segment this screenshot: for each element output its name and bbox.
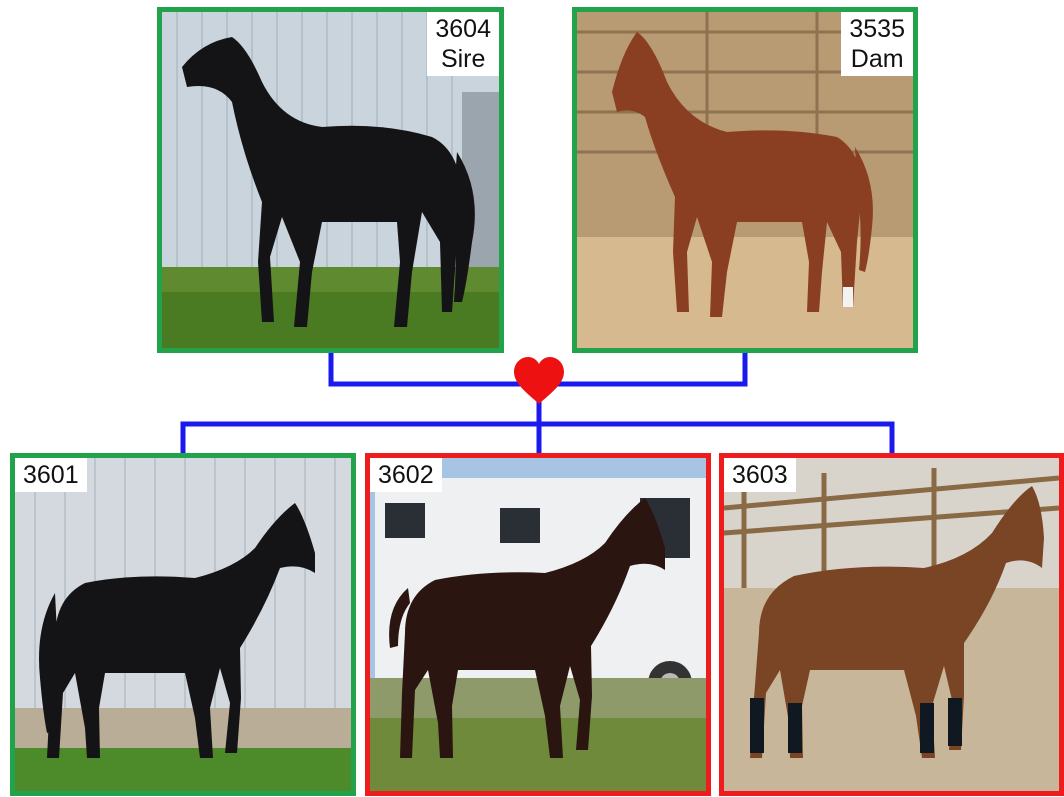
offspring-label-3603: 3603 bbox=[724, 458, 796, 492]
dam-photo-card: 3535 Dam bbox=[572, 7, 918, 353]
offspring-photo-card-3601: 3601 bbox=[10, 453, 356, 796]
dam-id: 3535 bbox=[849, 14, 905, 44]
sire-id: 3604 bbox=[435, 14, 491, 44]
dam-label: 3535 Dam bbox=[841, 12, 913, 76]
offspring-photo-card-3603: 3603 bbox=[719, 453, 1064, 796]
offspring-label-3602: 3602 bbox=[370, 458, 442, 492]
sire-role: Sire bbox=[435, 44, 491, 74]
sire-label: 3604 Sire bbox=[427, 12, 499, 76]
offspring-label-3601: 3601 bbox=[15, 458, 87, 492]
offspring-photo-card-3602: 3602 bbox=[365, 453, 711, 796]
sire-photo-card: 3604 Sire bbox=[157, 7, 504, 353]
dam-role: Dam bbox=[849, 44, 905, 74]
offspring-photo-3603 bbox=[724, 458, 1059, 791]
offspring-photo-3601 bbox=[15, 458, 351, 791]
heart-icon bbox=[514, 357, 564, 404]
offspring-photo-3602 bbox=[370, 458, 706, 791]
